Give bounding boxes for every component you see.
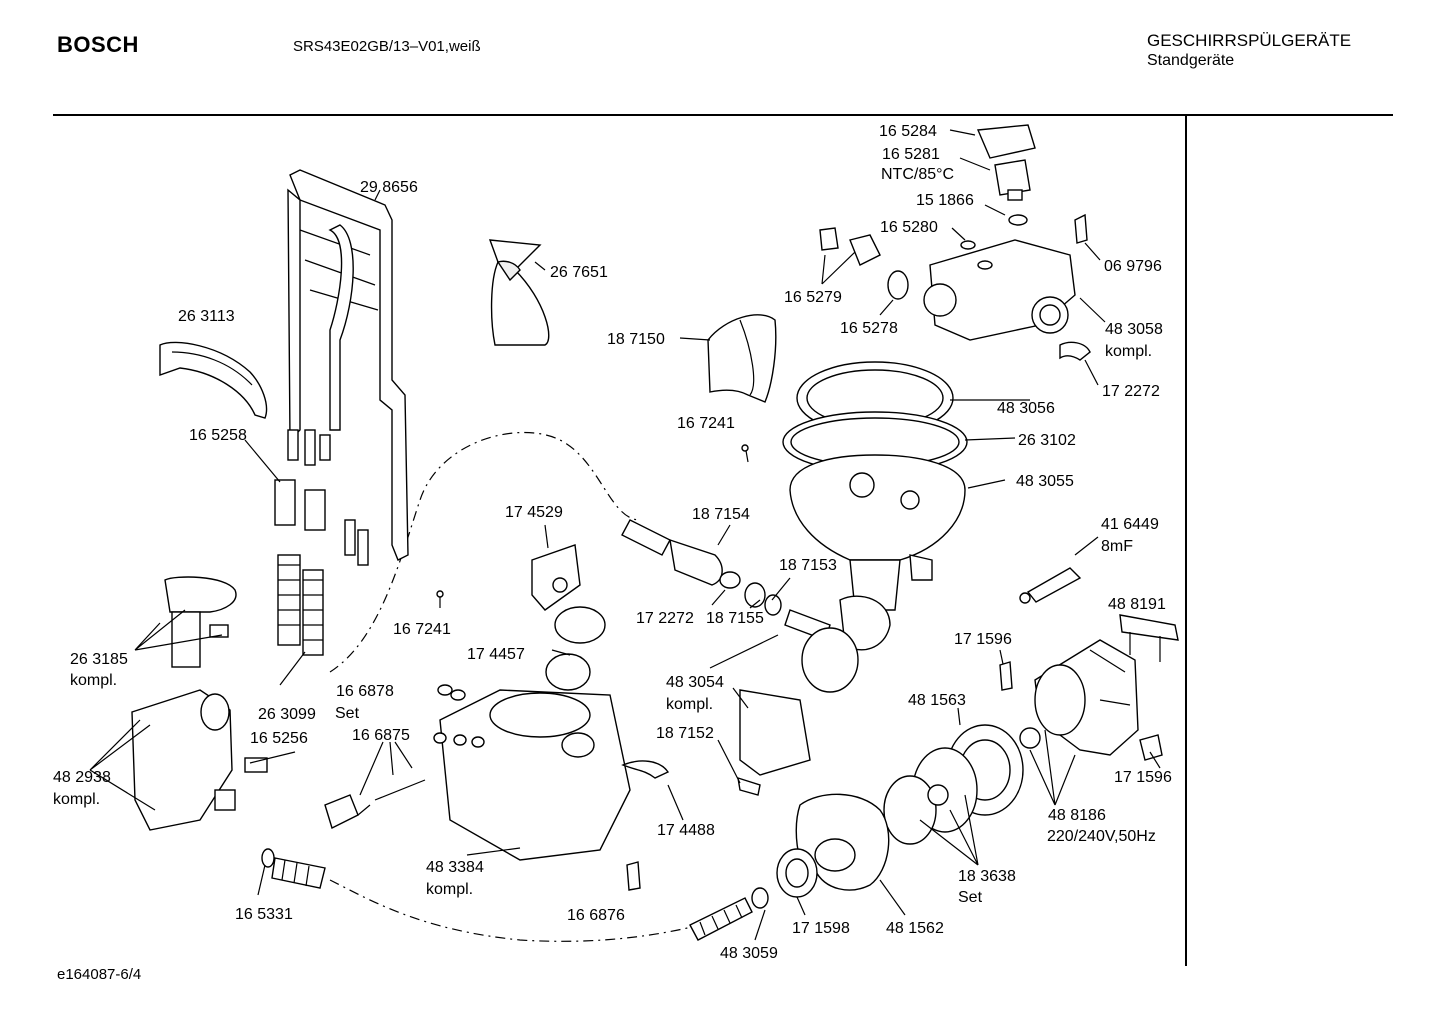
label-174457: 17 4457 — [467, 646, 525, 663]
label-483384-note: kompl. — [426, 881, 473, 898]
label-174529: 17 4529 — [505, 504, 563, 521]
label-183638-note: Set — [958, 889, 983, 906]
label-166878-note: Set — [335, 705, 360, 722]
label-166875: 16 6875 — [352, 727, 410, 744]
label-263185: 26 3185 — [70, 651, 128, 668]
label-165281: 16 5281 — [882, 146, 940, 163]
part-labels: 16 5284 16 5281 NTC/85°C 15 1866 16 5280… — [53, 123, 1172, 962]
label-183638: 18 3638 — [958, 868, 1016, 885]
category-subtitle: Standgeräte — [1147, 52, 1235, 69]
label-171596-a: 17 1596 — [954, 631, 1012, 648]
label-187152: 18 7152 — [656, 725, 714, 742]
part-detergent-group — [433, 544, 631, 861]
label-167241-a: 16 7241 — [677, 415, 735, 432]
label-172272-mid: 17 2272 — [636, 610, 694, 627]
brand-logo: BOSCH — [57, 32, 139, 57]
label-263185-note: kompl. — [70, 672, 117, 689]
label-171598: 17 1598 — [792, 920, 850, 937]
label-187155: 18 7155 — [706, 610, 764, 627]
label-165279: 16 5279 — [784, 289, 842, 306]
label-483058: 48 3058 — [1105, 321, 1163, 338]
label-171596-b: 17 1596 — [1114, 769, 1172, 786]
label-165284: 16 5284 — [879, 123, 937, 140]
label-166878: 16 6878 — [336, 683, 394, 700]
label-482938: 48 2938 — [53, 769, 111, 786]
label-483054: 48 3054 — [666, 674, 724, 691]
part-drain-hoses — [261, 848, 769, 941]
right-margin-divider — [1185, 116, 1187, 966]
part-cover-263113 — [159, 341, 268, 419]
hose-route-bottom — [329, 879, 701, 942]
part-capacitor — [1019, 567, 1082, 604]
label-298656: 29 8656 — [360, 179, 418, 196]
label-483056: 48 3056 — [997, 400, 1055, 417]
label-165331: 16 5331 — [235, 906, 293, 923]
label-483055: 48 3055 — [1016, 473, 1074, 490]
label-483384: 48 3384 — [426, 859, 484, 876]
label-488191: 48 8191 — [1108, 596, 1166, 613]
drawing-id: e164087-6/4 — [57, 966, 142, 983]
label-069796: 06 9796 — [1104, 258, 1162, 275]
label-172272-top: 17 2272 — [1102, 383, 1160, 400]
leader-lines — [89, 129, 1161, 941]
label-482938-note: kompl. — [53, 791, 100, 808]
label-263099: 26 3099 — [258, 706, 316, 723]
label-165278: 16 5278 — [840, 320, 898, 337]
part-inlet-hoses — [621, 519, 891, 693]
label-483058-note: kompl. — [1105, 343, 1152, 360]
model-number: SRS43E02GB/13–V01,weiß — [293, 38, 481, 55]
part-bellows — [274, 479, 326, 656]
label-166876: 16 6876 — [567, 907, 625, 924]
part-hood-187150 — [707, 314, 777, 403]
label-267651: 26 7651 — [550, 264, 608, 281]
label-483059: 48 3059 — [720, 945, 778, 962]
part-duct-assembly — [287, 169, 409, 566]
part-funnel — [488, 239, 550, 346]
header-divider — [53, 114, 1393, 116]
label-165258: 16 5258 — [189, 427, 247, 444]
part-heater-assembly — [819, 124, 1091, 361]
label-488186: 48 8186 — [1048, 807, 1106, 824]
label-165280: 16 5280 — [880, 219, 938, 236]
label-151866: 15 1866 — [916, 192, 974, 209]
label-481562: 48 1562 — [886, 920, 944, 937]
label-165256: 16 5256 — [250, 730, 308, 747]
category-title: GESCHIRRSPÜLGERÄTE — [1147, 31, 1352, 50]
label-187154: 18 7154 — [692, 506, 750, 523]
label-ntc: NTC/85°C — [881, 166, 954, 183]
label-263102: 26 3102 — [1018, 432, 1076, 449]
label-488186-note: 220/240V,50Hz — [1047, 828, 1156, 845]
part-small-hardware — [436, 444, 811, 891]
label-167241-b: 16 7241 — [393, 621, 451, 638]
label-187150: 18 7150 — [607, 331, 665, 348]
label-263113: 26 3113 — [178, 308, 235, 325]
part-pump-motor — [999, 639, 1163, 761]
part-pump-housing — [776, 724, 1024, 898]
hose-route-top — [329, 432, 641, 673]
part-bracket-488191 — [1119, 614, 1179, 662]
label-416449: 41 6449 — [1101, 516, 1159, 533]
label-187153: 18 7153 — [779, 557, 837, 574]
label-483054-note: kompl. — [666, 696, 713, 713]
part-sump-assembly — [782, 361, 968, 611]
label-481563: 48 1563 — [908, 692, 966, 709]
label-174488: 17 4488 — [657, 822, 715, 839]
label-416449-note: 8mF — [1101, 538, 1133, 555]
